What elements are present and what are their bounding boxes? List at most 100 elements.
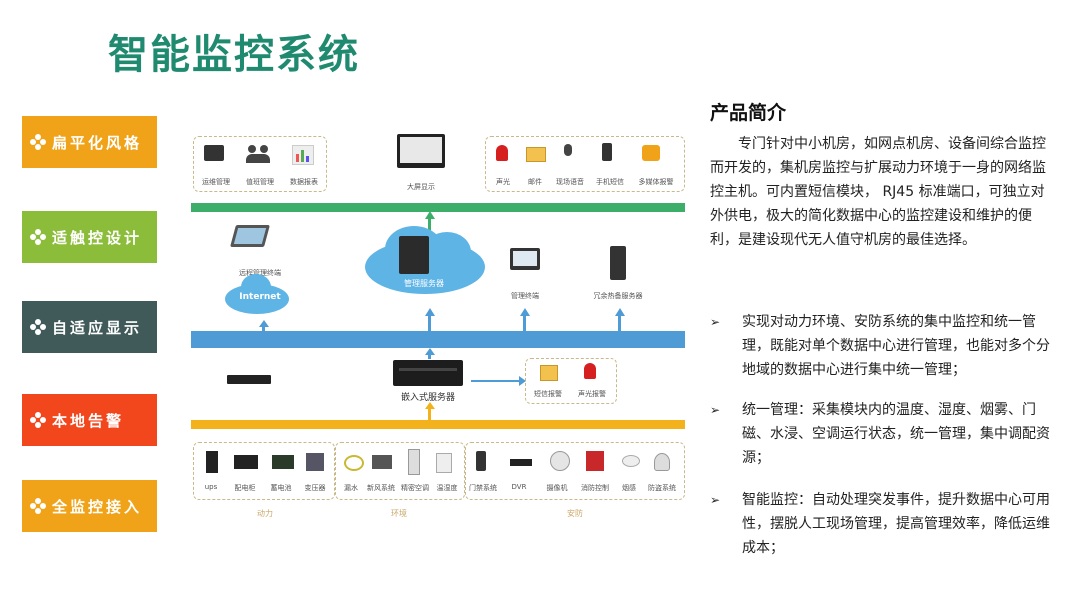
arrow-bullet-icon: ➢ xyxy=(710,315,721,329)
item-label: 短信报警 xyxy=(534,390,562,398)
sms-alarm-icon xyxy=(540,365,558,381)
item-label: 多媒体报警 xyxy=(638,178,674,186)
item-label: 消防控制 xyxy=(581,484,609,492)
rack-device-icon xyxy=(227,375,271,384)
management-box: 运维管理 值班管理 数据报表 xyxy=(193,136,327,192)
monitor-icon xyxy=(204,145,224,161)
item-label: 运维管理 xyxy=(202,178,230,186)
arrow-up xyxy=(615,308,625,316)
bullet-item: ➢ 实现对动力环境、安防系统的集中监控和统一管理，既能对单个数据中心进行管理，也… xyxy=(710,310,1055,382)
bullet-text: 实现对动力环境、安防系统的集中监控和统一管理，既能对单个数据中心进行管理，也能对… xyxy=(742,314,1050,378)
item-label: 温湿度 xyxy=(436,484,458,492)
transformer-icon xyxy=(306,453,324,471)
tower-server-icon xyxy=(610,246,626,280)
clover-icon xyxy=(30,498,46,514)
laptop-icon xyxy=(230,225,270,247)
remote-terminal-label: 远程管理终端 xyxy=(239,269,281,277)
item-label: 防盗系统 xyxy=(648,484,676,492)
big-screen-icon xyxy=(397,134,445,168)
feature-full-monitoring[interactable]: 全监控接入 xyxy=(22,480,157,532)
system-diagram: 运维管理 值班管理 数据报表 大屏显示 声光 邮件 现场语音 手机短信 多媒体报… xyxy=(185,128,690,528)
green-bus-bar xyxy=(191,203,685,212)
feature-label: 扁平化风格 xyxy=(52,133,143,152)
arrow-bullet-icon: ➢ xyxy=(710,403,721,417)
group-label-power: 动力 xyxy=(257,509,273,518)
precision-ac-icon xyxy=(408,449,420,475)
connector-line xyxy=(471,380,519,382)
arrow-up xyxy=(425,402,435,409)
microphone-icon xyxy=(564,144,572,156)
mgmt-terminal-label: 管理终端 xyxy=(511,292,539,300)
water-leak-icon xyxy=(344,455,364,471)
power-box: ups 配电柜 蓄电池 变压器 xyxy=(193,442,335,500)
feature-adaptive-display[interactable]: 自适应显示 xyxy=(22,301,157,353)
local-alarm-box: 短信报警 声光报警 xyxy=(525,358,617,404)
feature-label: 适触控设计 xyxy=(52,228,143,247)
clover-icon xyxy=(30,319,46,335)
report-chart-icon xyxy=(292,145,314,165)
item-label: 值班管理 xyxy=(246,178,274,186)
camera-icon xyxy=(550,451,570,471)
users-icon xyxy=(246,145,272,163)
clover-icon xyxy=(30,134,46,150)
item-label: 数据报表 xyxy=(290,178,318,186)
siren-icon xyxy=(584,363,596,379)
bullet-text: 统一管理：采集模块内的温度、湿度、烟雾、门磁、水浸、空调运行状态，统一管理，集中… xyxy=(742,402,1050,466)
item-label: 蓄电池 xyxy=(270,484,292,492)
dvr-icon xyxy=(510,459,532,466)
arrow-stem xyxy=(428,355,431,359)
item-label: 现场语音 xyxy=(556,178,584,186)
arrow-stem xyxy=(262,327,265,331)
fresh-air-icon xyxy=(372,455,392,469)
group-label-environment: 环境 xyxy=(391,509,407,518)
bullet-text: 智能监控：自动处理突发事件，提升数据中心可用性，摆脱人工现场管理，提高管理效率，… xyxy=(742,492,1050,556)
clover-icon xyxy=(30,229,46,245)
bullet-item: ➢ 智能监控：自动处理突发事件，提升数据中心可用性，摆脱人工现场管理，提高管理效… xyxy=(710,488,1055,560)
distribution-cabinet-icon xyxy=(234,455,258,469)
arrow-up xyxy=(259,320,269,327)
item-label: 声光报警 xyxy=(578,390,606,398)
arrow-stem xyxy=(428,219,431,233)
item-label: 门禁系统 xyxy=(469,484,497,492)
anti-theft-icon xyxy=(654,453,670,471)
big-screen-label: 大屏显示 xyxy=(407,183,435,191)
item-label: 配电柜 xyxy=(234,484,256,492)
arrow-up xyxy=(425,308,435,316)
mgmt-server-label: 管理服务器 xyxy=(404,279,444,288)
item-label: 邮件 xyxy=(528,178,542,186)
bullet-item: ➢ 统一管理：采集模块内的温度、湿度、烟雾、门磁、水浸、空调运行状态，统一管理，… xyxy=(710,398,1055,470)
desktop-pc-icon xyxy=(510,248,540,270)
feature-flat-style[interactable]: 扁平化风格 xyxy=(22,116,157,168)
phone-icon xyxy=(602,143,612,161)
smoke-detector-icon xyxy=(622,455,640,467)
product-heading: 产品简介 xyxy=(710,102,787,124)
item-label: 漏水 xyxy=(344,484,358,492)
item-label: 新风系统 xyxy=(367,484,395,492)
siren-icon xyxy=(496,145,508,161)
arrow-up xyxy=(520,308,530,316)
feature-local-alarm[interactable]: 本地告警 xyxy=(22,394,157,446)
group-label-security: 安防 xyxy=(567,509,583,518)
item-label: 摄像机 xyxy=(546,484,568,492)
arrow-stem xyxy=(428,409,431,420)
arrow-right xyxy=(519,376,526,386)
item-label: 手机短信 xyxy=(596,178,624,186)
internet-label: Internet xyxy=(239,292,281,302)
access-control-icon xyxy=(476,451,486,471)
embedded-server-icon xyxy=(393,360,463,386)
product-intro: 专门针对中小机房，如网点机房、设备间综合监控而开发的，集机房监控与扩展动力环境于… xyxy=(710,136,1046,248)
arrow-stem xyxy=(618,316,621,331)
item-label: ups xyxy=(204,483,218,491)
server-rack-icon xyxy=(399,236,429,274)
arrow-stem xyxy=(428,316,431,331)
item-label: 声光 xyxy=(496,178,510,186)
arrow-up xyxy=(425,211,435,219)
feature-label: 全监控接入 xyxy=(52,497,143,516)
feature-label: 本地告警 xyxy=(52,411,125,430)
feature-touch-design[interactable]: 适触控设计 xyxy=(22,211,157,263)
blue-bus-bar xyxy=(191,331,685,348)
feature-label: 自适应显示 xyxy=(52,318,143,337)
item-label: 变压器 xyxy=(304,484,326,492)
item-label: DVR xyxy=(511,483,527,491)
embedded-server-label: 嵌入式服务器 xyxy=(400,393,455,403)
